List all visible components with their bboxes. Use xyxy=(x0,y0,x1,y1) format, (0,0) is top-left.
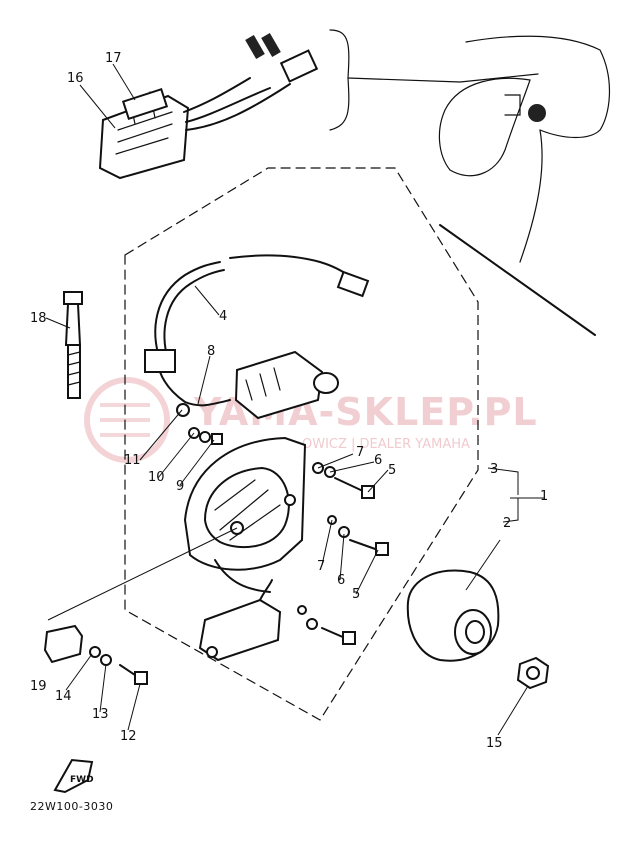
clamp xyxy=(43,624,84,664)
hardware xyxy=(89,403,389,685)
callout-3: 3 xyxy=(490,462,498,477)
drawing-code: 22W100-3030 xyxy=(30,800,113,813)
callouts: 1 2 3 4 5 5 6 6 7 7 8 9 10 11 12 13 14 1… xyxy=(30,51,548,751)
callout-12: 12 xyxy=(120,729,137,744)
callout-6b: 6 xyxy=(337,573,345,588)
plug-cap xyxy=(63,291,83,399)
callout-9: 9 xyxy=(176,479,184,494)
stator-plate xyxy=(183,436,307,593)
pickup-coil xyxy=(198,579,282,662)
cdi-bracket xyxy=(329,29,350,131)
ignition-coil xyxy=(234,350,339,420)
watermark-sub: OWICZ | DEALER YAMAHA xyxy=(302,437,470,452)
callout-10: 10 xyxy=(148,470,165,485)
callout-19: 19 xyxy=(30,679,47,694)
callout-11: 11 xyxy=(124,453,141,468)
frame-sketch xyxy=(347,35,610,336)
callout-5a: 5 xyxy=(388,463,396,478)
cdi-unit xyxy=(98,32,319,180)
callout-7a: 7 xyxy=(356,445,364,460)
leader-lines xyxy=(45,63,544,736)
fwd-label: FWD xyxy=(70,775,94,785)
assembly-boundary xyxy=(124,167,479,721)
wire-harness xyxy=(144,254,370,407)
callout-1: 1 xyxy=(540,489,548,504)
callout-16: 16 xyxy=(67,71,84,86)
nut xyxy=(516,656,550,690)
callout-5b: 5 xyxy=(352,587,360,602)
callout-14: 14 xyxy=(55,689,72,704)
callout-8: 8 xyxy=(207,344,215,359)
callout-18: 18 xyxy=(30,311,47,326)
fwd-arrow: FWD xyxy=(53,758,94,794)
callout-13: 13 xyxy=(92,707,109,722)
callout-15: 15 xyxy=(486,736,503,751)
rotor xyxy=(406,569,500,662)
callout-7b: 7 xyxy=(317,559,325,574)
callout-2: 2 xyxy=(503,516,511,531)
callout-4: 4 xyxy=(219,309,227,324)
watermark-logo-ring xyxy=(84,377,170,463)
callout-17: 17 xyxy=(105,51,122,66)
callout-6a: 6 xyxy=(374,453,382,468)
